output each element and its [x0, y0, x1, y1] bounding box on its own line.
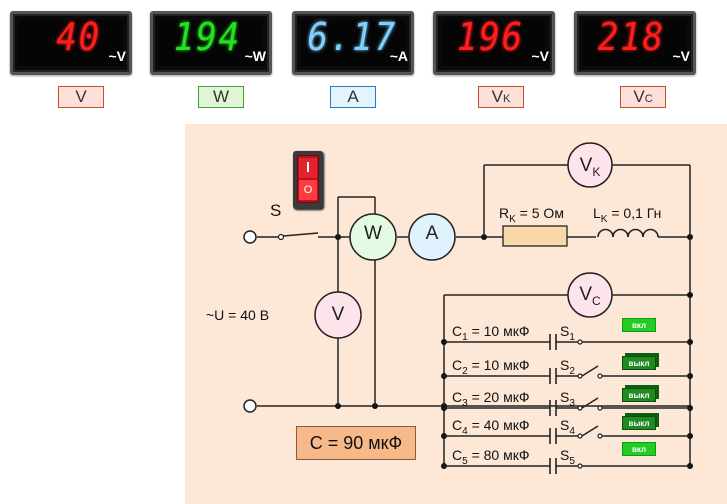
wattmeter [349, 213, 397, 261]
meter-display-3: 196 ~V [433, 11, 555, 75]
meter-unit: ~W [244, 48, 266, 64]
capacitor-label: C5 = 80 мкФ [452, 447, 530, 467]
inductor-coil [627, 228, 644, 238]
cap-switch-label: S5 [560, 447, 575, 467]
cap-switch-label: S3 [560, 389, 575, 409]
switch-contact [597, 373, 603, 379]
meter-unit: ~A [389, 48, 408, 64]
meter-tag-1: W [198, 86, 244, 108]
capacitor-label: C3 = 20 мкФ [452, 389, 530, 409]
vc-meter-label: VC [579, 284, 601, 308]
cap-switch-label: S4 [560, 417, 575, 437]
on-mark-icon [307, 162, 309, 172]
switch-contact [277, 233, 285, 241]
meter-tag-4: VC [620, 86, 666, 108]
switch-contact [597, 433, 603, 439]
switch-open [581, 365, 599, 377]
meter-unit: ~V [531, 48, 549, 64]
meter-tag-2: A [330, 86, 376, 108]
meter-tag-0: V [58, 86, 104, 108]
meter-display-2: 6.17~A [292, 11, 414, 75]
resistor-rk [502, 225, 568, 247]
meter-display-4: 218 ~V [574, 11, 696, 75]
capacitor-toggle-button[interactable]: вкл [622, 318, 656, 332]
switch-open [581, 397, 599, 409]
switch-contact [577, 405, 583, 411]
voltmeter [314, 291, 362, 339]
capacitor-label: C2 = 10 мкФ [452, 357, 530, 377]
vc-meter [567, 272, 613, 318]
source-voltage-label: ~U = 40 В [206, 307, 270, 323]
capacitor-toggle-button[interactable]: выкл [622, 416, 656, 430]
meter-value: 196 [456, 15, 524, 59]
meter-display-1: 194~W [150, 11, 272, 75]
switch-contact [577, 433, 583, 439]
wattmeter-label: W [364, 223, 382, 244]
meter-value: 194 [173, 15, 241, 59]
meter-value: 40 [56, 15, 101, 59]
switch-contact [577, 463, 583, 469]
switch-label: S [270, 201, 282, 220]
capacitor-label: C1 = 10 мкФ [452, 323, 530, 343]
switch-contact [597, 405, 603, 411]
switch-open [581, 425, 599, 437]
meter-display-0: 40 ~V [10, 11, 132, 75]
vk-meter-label: VK [579, 155, 601, 179]
voltmeter-label: V [331, 304, 345, 325]
power-switch[interactable]: O [293, 151, 323, 209]
capacitor-toggle-button[interactable]: выкл [622, 388, 656, 402]
inductor-coil [597, 228, 614, 238]
inductor-label: LK = 0,1 Гн [593, 205, 662, 225]
meter-value: 218 [597, 15, 665, 59]
meter-unit: ~V [672, 48, 690, 64]
capacitor-label: C4 = 40 мкФ [452, 417, 530, 437]
ammeter [408, 213, 456, 261]
meter-tag-3: VK [478, 86, 524, 108]
junction-dot [687, 292, 693, 298]
meter-unit: ~V [108, 48, 126, 64]
switch-blade [282, 232, 319, 237]
input-terminal [243, 230, 257, 244]
off-mark: O [299, 180, 317, 200]
ammeter-label: A [425, 223, 439, 244]
capacitor-toggle-button[interactable]: вкл [622, 442, 656, 456]
switch-contact [577, 373, 583, 379]
switch-contact [577, 339, 583, 345]
cap-switch-label: S1 [560, 323, 575, 343]
total-capacitance: C = 90 мкФ [296, 426, 416, 460]
circuit-panel [185, 124, 727, 504]
inductor-coil [612, 228, 629, 238]
cap-switch-label: S2 [560, 357, 575, 377]
input-terminal-bottom [243, 399, 257, 413]
vk-meter [567, 142, 613, 188]
capacitor-toggle-button[interactable]: выкл [622, 356, 656, 370]
inductor-coil [642, 228, 659, 238]
meter-value: 6.17 [307, 15, 397, 59]
resistor-label: RK = 5 Ом [499, 205, 564, 225]
